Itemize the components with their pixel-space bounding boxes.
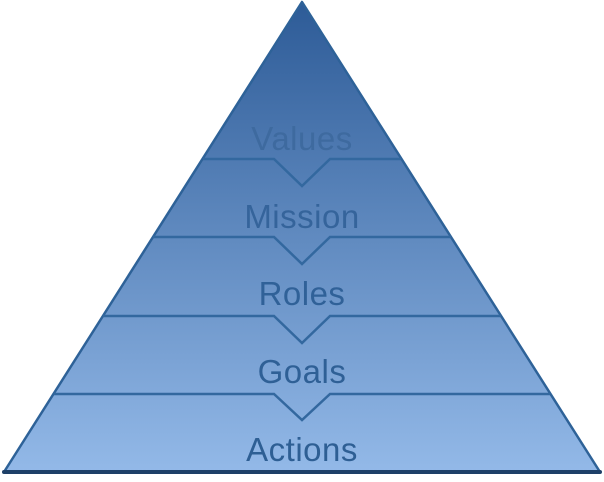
divider-goals-actions — [54, 392, 550, 422]
pyramid-outline — [2, 0, 602, 474]
level-label-values: Values — [251, 120, 352, 157]
divider-mission-roles — [153, 235, 451, 266]
divider-roles-goals — [103, 314, 501, 345]
divider-values-mission — [203, 157, 401, 188]
level-label-actions: Actions — [246, 431, 358, 468]
level-label-roles: Roles — [259, 275, 346, 312]
level-label-goals: Goals — [258, 353, 347, 390]
level-label-mission: Mission — [244, 198, 359, 235]
